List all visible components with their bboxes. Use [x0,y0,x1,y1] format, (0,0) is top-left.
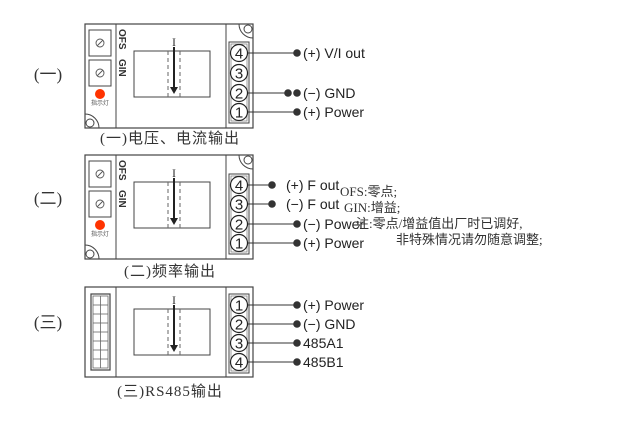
wire-terminal-dot [293,301,301,309]
terminal-strip [228,293,250,374]
terminal-number: 2 [235,86,243,103]
terminal-number: 1 [235,105,243,122]
terminal-number: 2 [235,217,243,234]
wire-terminal-dot [284,89,292,97]
mounting-hole-arc [238,154,254,170]
mounting-hole-arc [84,113,100,129]
terminal-label: 485A1 [303,335,344,351]
note-ofs: OFS:零点; [340,184,398,199]
terminal-label: (−) GND [303,85,356,101]
module-caption: (三)RS485输出 [117,383,223,400]
wire-terminal-dot [293,339,301,347]
terminal-3 [229,333,249,353]
section-label: (二) [34,189,62,208]
section-label: (三) [34,313,62,332]
screw-slot [96,200,104,208]
terminal-number: 3 [235,336,243,353]
current-symbol-label: I [172,293,176,307]
terminal-2 [229,214,249,234]
wire-terminal-dot [293,89,301,97]
module-3: (三) I 1 (+) Power 2 (−) GND 3 485A1 4 485B1 (三)RS4… [34,286,364,400]
current-arrow-head [170,345,178,352]
wire-terminal-dot [268,200,276,208]
note-gin: GIN:增益; [344,200,401,215]
terminal-number: 4 [235,178,243,195]
ofs-label: OFS [116,29,127,50]
indicator-label: 指示灯 [91,99,109,107]
terminal-1 [229,233,249,253]
note-line1: 注:零点/增益值出厂时已调好, [356,216,523,231]
terminal-4 [229,352,249,372]
indicator-led [95,220,105,230]
terminal-2 [229,314,249,334]
terminal-label: (+) V/I out [303,45,365,61]
module-2: (二) OFS GIN 指示灯 I 4 (+) F out 3 (−) F out 2 (−) Po… [34,154,364,280]
terminal-1 [229,102,249,122]
ofs-label: OFS [116,160,127,181]
wire-terminal-dot [293,358,301,366]
screw-slot [96,69,104,77]
sensor-window [133,50,211,98]
indicator-label: 指示灯 [91,230,109,238]
terminal-label: (−) F out [286,196,339,212]
current-arrow-head [170,218,178,225]
notes-block: OFS:零点; GIN:增益; 注:零点/增益值出厂时已调好, 非特殊情况请勿随… [340,184,543,248]
mounting-hole [243,155,253,165]
terminal-strip [228,41,250,124]
terminal-label: 485B1 [303,354,344,370]
indicator-led [95,89,105,99]
terminal-3 [229,194,249,214]
terminal-label: (+) Power [303,104,364,120]
wire-terminal-dot [293,49,301,57]
terminal-number: 3 [235,66,243,83]
screw-slot [96,39,104,47]
current-arrow-head [170,87,178,94]
module-caption: (一)电压、电流输出 [100,130,240,147]
screw-icon [95,68,105,78]
screw-slot [96,170,104,178]
wire-terminal-dot [293,239,301,247]
gin-label: GIN [116,59,127,77]
section-label: (一) [34,65,62,84]
mounting-hole [243,24,253,34]
gin-label: GIN [116,190,127,208]
mounting-hole [85,118,95,128]
current-symbol-label: I [172,166,176,180]
terminal-label: (+) F out [286,177,339,193]
terminal-label: (−) Power [303,216,364,232]
note-line2: 非特殊情况请勿随意调整; [396,232,543,247]
terminal-number: 4 [235,355,243,372]
terminal-3 [229,63,249,83]
terminal-label: (+) Power [303,235,364,251]
wire-terminal-dot [293,108,301,116]
terminal-label: (−) GND [303,316,356,332]
terminal-number: 4 [235,46,243,63]
wire-terminal-dot [293,220,301,228]
current-symbol-label: I [172,35,176,49]
wire-terminal-dot [293,320,301,328]
mounting-hole-arc [238,23,254,39]
terminal-1 [229,295,249,315]
terminal-2 [229,83,249,103]
screw-icon [95,199,105,209]
terminal-number: 1 [235,298,243,315]
screw-icon [95,38,105,48]
terminal-4 [229,43,249,63]
mounting-hole [85,249,95,259]
mounting-hole-arc [84,244,100,260]
module-caption: (二)频率输出 [124,263,216,280]
terminal-4 [229,175,249,195]
terminal-strip [228,173,250,255]
terminal-number: 1 [235,236,243,253]
terminal-number: 3 [235,197,243,214]
wire-terminal-dot [268,181,276,189]
module-1: (一) OFS GIN 指示灯 I 4 (+) V/I out 3 2 (−) GND 1 (+) P… [34,23,365,147]
screw-icon [95,169,105,179]
terminal-label: (+) Power [303,297,364,313]
terminal-number: 2 [235,317,243,334]
